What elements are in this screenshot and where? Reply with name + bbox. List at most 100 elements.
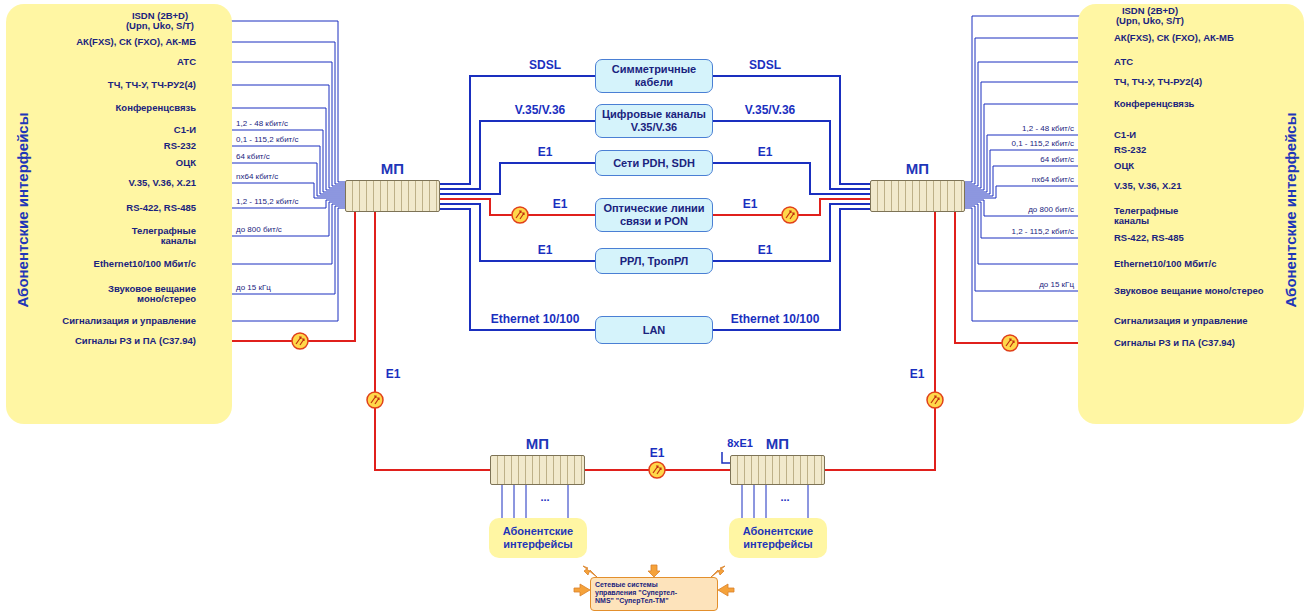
- connector: [440, 121, 595, 189]
- interface-wire: [965, 186, 1094, 198]
- link-label: SDSL: [747, 59, 783, 72]
- link-label: SDSL: [527, 59, 563, 72]
- rate-label: 64 кбит/с: [236, 152, 270, 162]
- wire: [526, 485, 527, 518]
- interface-name: Конференцсвязь: [1114, 99, 1194, 109]
- connector: [713, 204, 870, 261]
- link-label: E1: [384, 368, 403, 381]
- optical-symbol: [649, 462, 665, 478]
- box-text: Абонентские интерфейсы: [491, 525, 585, 550]
- interface-panel: Абонентские интерфейсыISDN (2B+D) (Upn, …: [1078, 4, 1304, 424]
- interface-name: Сигналы РЗ и ПА (С37.94): [1114, 338, 1235, 348]
- optical-symbol: [367, 392, 383, 408]
- connector: [713, 209, 870, 330]
- interface-name: ОЦК: [1114, 161, 1134, 171]
- link-label: E1: [756, 244, 775, 257]
- rate-label: 0,1 - 115,2 кбит/с: [236, 135, 299, 145]
- link-label: E1: [536, 146, 555, 159]
- rate-label: до 15 кГц: [236, 283, 271, 293]
- device-title: МП: [766, 435, 789, 452]
- box-text: Сети PDH, SDH: [613, 157, 695, 170]
- rate-label: 64 кбит/с: [1040, 155, 1074, 165]
- management-box: Сетевые системы управления "Супертел-NMS…: [590, 577, 718, 611]
- interface-wire: [216, 146, 345, 194]
- optical-symbols: [292, 207, 1018, 478]
- wire: [568, 485, 569, 518]
- interface-name: С1-И: [1114, 130, 1136, 140]
- multiplexer-box: МП: [345, 180, 440, 212]
- box-text: Симметричные кабели: [600, 63, 708, 88]
- interface-wire: [216, 202, 345, 236]
- interface-name: Звуковое вещание моно/стерео: [1114, 286, 1264, 296]
- link-label: E1: [648, 447, 667, 460]
- box-text: РРЛ, ТропРЛ: [620, 255, 689, 268]
- interface-name: RS-422, RS-485: [1114, 233, 1184, 243]
- interface-wire: [965, 206, 1094, 291]
- interface-name: Конференцсвязь: [116, 103, 196, 113]
- rate-label: nx64 кбит/с: [1032, 175, 1074, 185]
- device-title: МП: [381, 160, 404, 177]
- transport-box: Цифровые каналы V.35/V.36: [595, 104, 713, 138]
- connector: [713, 121, 870, 189]
- arrow-symbol: [574, 584, 590, 596]
- interface-wire: [965, 166, 1094, 196]
- link-label: V.35/V.36: [743, 104, 798, 117]
- connector: [713, 163, 870, 194]
- wire: [808, 485, 809, 518]
- optical-symbol: [296, 337, 304, 345]
- box-text: Абонентские интерфейсы: [731, 525, 825, 550]
- interface-name: Звуковое вещание моно/стерео: [101, 284, 196, 305]
- arrow-symbol: [718, 584, 734, 596]
- interface-name: Телеграфные каналы: [1114, 206, 1184, 227]
- connector: [232, 212, 355, 341]
- interface-wire: [965, 208, 1094, 321]
- optical-symbol: [367, 392, 383, 408]
- channel-label: 8xE1: [727, 437, 753, 450]
- transport-box: РРЛ, ТропРЛ: [595, 248, 713, 274]
- optical-symbol: [292, 333, 308, 349]
- rate-label: nx64 кбит/с: [236, 172, 278, 182]
- interface-wires: [216, 16, 1094, 343]
- optical-symbol: [512, 207, 528, 223]
- interface-name: Сигнализация и управление: [1114, 316, 1248, 326]
- link-label: V.35/V.36: [513, 104, 568, 117]
- interface-name: RS-232: [164, 141, 196, 151]
- connector: [440, 204, 595, 261]
- interface-panel: Абонентские интерфейсы: [729, 518, 827, 558]
- interface-name: RS-422, RS-485: [126, 203, 196, 213]
- optical-symbol: [653, 466, 661, 474]
- box-text: Цифровые каналы V.35/V.36: [600, 108, 708, 133]
- arrow-symbol: [648, 565, 660, 577]
- interface-name: Ethernet10/100 Мбит/с: [1114, 259, 1216, 269]
- box-text: LAN: [643, 324, 666, 337]
- stub-line: [722, 452, 730, 463]
- optical-symbol: [1002, 335, 1018, 351]
- optical-symbol: [927, 392, 943, 408]
- link-label: E1: [908, 368, 927, 381]
- interface-name: Сигнализация и управление: [62, 316, 196, 326]
- optical-symbol: [782, 207, 798, 223]
- interface-wire: [965, 200, 1094, 216]
- optical-symbol: [371, 396, 379, 404]
- optical-symbol: [927, 392, 943, 408]
- transport-box: Симметричные кабели: [595, 59, 713, 93]
- panel-heading: Абонентские интерфейсы: [14, 112, 31, 307]
- connector: [955, 212, 1078, 343]
- optical-symbol: [512, 207, 528, 223]
- optical-symbol: [516, 211, 524, 219]
- interface-name: АТС: [1114, 57, 1133, 67]
- optical-symbol: [782, 207, 798, 223]
- wire: [514, 485, 515, 518]
- interface-name: Сигналы РЗ и ПА (С37.94): [75, 336, 196, 346]
- link-label: E1: [551, 198, 570, 211]
- connector: [825, 212, 935, 470]
- transport-box: Оптические линии связи и PON: [595, 198, 713, 232]
- optical-symbol: [786, 211, 794, 219]
- rate-label: 0,1 - 115,2 кбит/с: [1012, 139, 1075, 149]
- rate-label: 1,2 - 115,2 кбит/с: [236, 197, 299, 207]
- connector: [440, 209, 595, 330]
- transport-box: Сети PDH, SDH: [595, 150, 713, 176]
- interface-name: АК(FXS), СК (FXO), АК-МБ: [1114, 33, 1234, 43]
- interface-panel: Абонентские интерфейсыISDN (2B+D) (Upn, …: [6, 4, 232, 424]
